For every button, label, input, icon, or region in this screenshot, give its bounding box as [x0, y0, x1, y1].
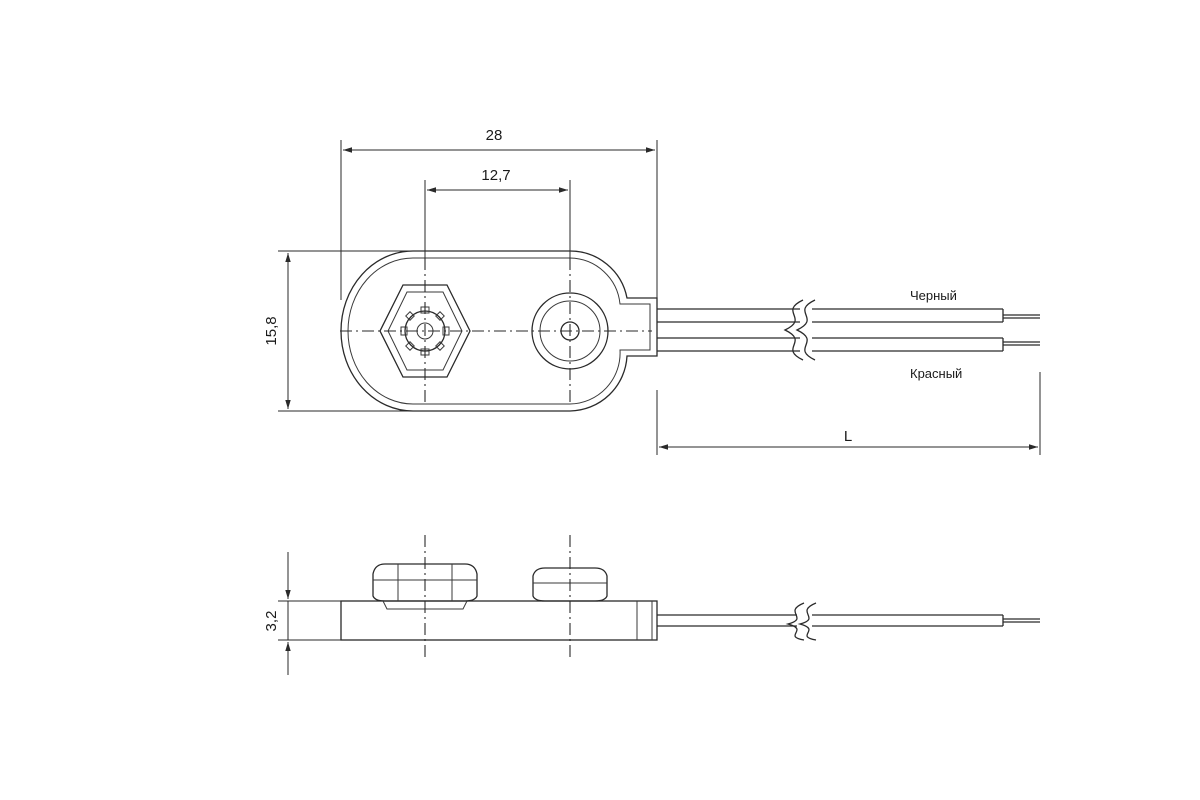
dimension-terminal-spacing: 12,7: [424, 167, 571, 258]
wire-label-black: Черный: [910, 288, 957, 303]
dimension-label-L: L: [844, 428, 852, 445]
wire-label-red: Красный: [910, 366, 962, 381]
dimension-height: 15,8: [263, 250, 413, 412]
base-plate: [340, 600, 658, 641]
wire-side-view: [657, 602, 1040, 641]
connector-body-inner: [347, 257, 651, 405]
dimension-label-3-2: 3,2: [263, 611, 280, 632]
dimension-thickness: 3,2: [263, 552, 341, 675]
side-view: 3,2: [263, 535, 1040, 675]
dimension-label-12-7: 12,7: [481, 167, 510, 184]
top-view: Черный Красный 28 12,7 15,8 L: [263, 127, 1041, 455]
dimension-label-15-8: 15,8: [263, 316, 280, 345]
dimension-label-28: 28: [486, 127, 503, 144]
dimension-wire-length: L: [656, 372, 1041, 455]
wires-top-view: [657, 299, 1040, 361]
dimension-overall-width: 28: [340, 127, 658, 300]
